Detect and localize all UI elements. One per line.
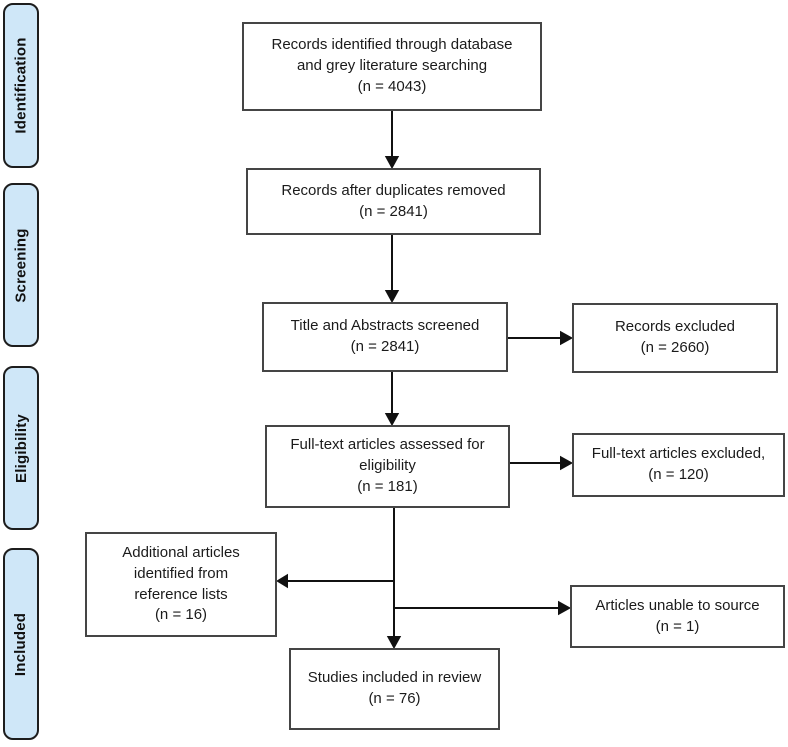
box-additional-articles: Additional articles identified from refe…	[85, 532, 277, 637]
stage-identification: Identification	[3, 3, 39, 168]
stage-screening-label: Screening	[12, 227, 30, 303]
arrowhead-duplicates-to-screened	[384, 290, 400, 304]
box-fulltext-excluded-text: Full-text articles excluded, (n = 120)	[591, 445, 766, 483]
arrowhead-fulltext-to-fulltext-excluded	[560, 455, 574, 471]
box-duplicates-removed-text: Records after duplicates removed (n = 28…	[281, 181, 506, 220]
box-articles-unable-to-source-text: Articles unable to source (n = 1)	[595, 596, 760, 635]
arrowhead-stem-to-unable	[558, 600, 572, 616]
box-studies-included: Studies included in review (n = 76)	[289, 648, 500, 730]
box-fulltext-assessed-text: Full-text articles assessed for eligibil…	[290, 436, 485, 495]
arrowhead-screened-to-excluded	[560, 330, 574, 346]
box-records-excluded-text: Records excluded (n = 2660)	[614, 318, 736, 356]
stage-identification-label: Identification	[12, 37, 30, 134]
stage-included-label: Included	[12, 612, 30, 676]
box-records-identified-text: Records identified through database and …	[271, 36, 513, 95]
arrowhead-stem-to-additional	[276, 573, 288, 589]
box-studies-included-text: Studies included in review (n = 76)	[307, 669, 482, 707]
box-title-abstracts-screened-text: Title and Abstracts screened (n = 2841)	[290, 317, 480, 355]
box-records-identified: Records identified through database and …	[242, 22, 542, 111]
box-duplicates-removed: Records after duplicates removed (n = 28…	[246, 168, 541, 235]
box-title-abstracts-screened: Title and Abstracts screened (n = 2841)	[262, 302, 508, 372]
stage-screening: Screening	[3, 183, 39, 347]
stage-eligibility: Eligibility	[3, 366, 39, 530]
stage-eligibility-label: Eligibility	[12, 413, 30, 483]
arrowhead-screened-to-fulltext	[384, 413, 400, 427]
box-additional-articles-text: Additional articles identified from refe…	[122, 544, 240, 624]
box-fulltext-excluded: Full-text articles excluded, (n = 120)	[572, 433, 785, 497]
box-records-excluded: Records excluded (n = 2660)	[572, 303, 778, 373]
box-fulltext-assessed: Full-text articles assessed for eligibil…	[265, 425, 510, 508]
arrowhead-identified-to-duplicates	[384, 156, 400, 170]
box-articles-unable-to-source: Articles unable to source (n = 1)	[570, 585, 785, 648]
arrowhead-fulltext-to-included	[386, 636, 402, 650]
stage-included: Included	[3, 548, 39, 740]
